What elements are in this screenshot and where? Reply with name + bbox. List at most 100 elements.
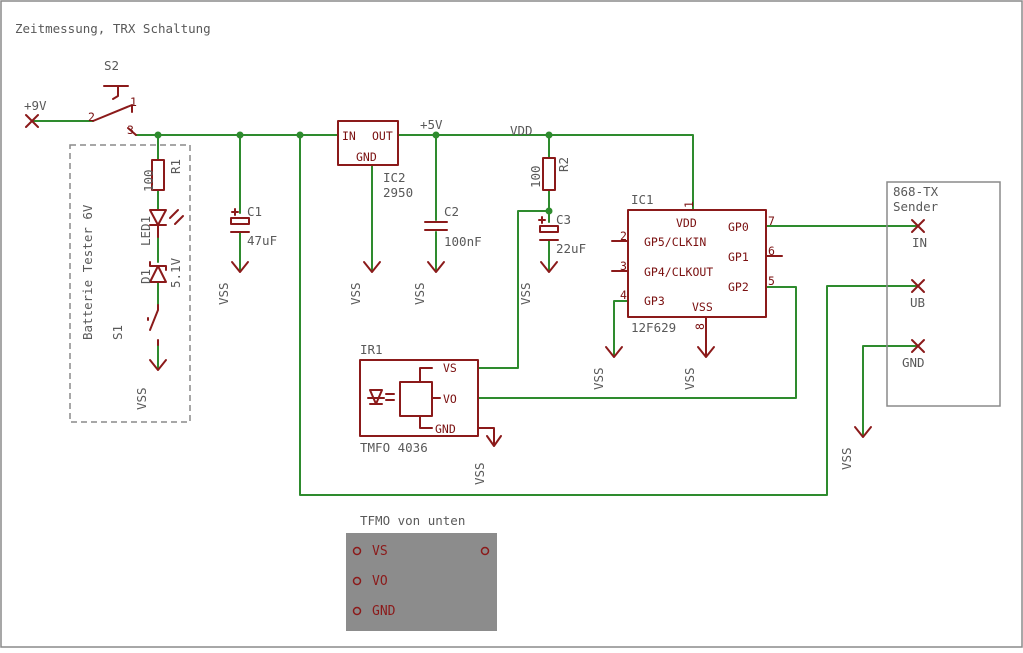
ir1-name: IR1 bbox=[360, 342, 383, 357]
ground-arrow-icon bbox=[540, 261, 558, 273]
d1-value: 5.1V bbox=[168, 257, 183, 288]
connector-x-icon bbox=[911, 339, 925, 353]
ir1-inner-icon bbox=[399, 367, 441, 429]
pushbutton-s1-icon bbox=[147, 304, 159, 346]
ic1-pin-num-7: 7 bbox=[768, 214, 775, 228]
wire-gp3-vss bbox=[613, 300, 629, 356]
ic1-pin-num-2: 2 bbox=[620, 229, 627, 243]
ground-arrow-icon bbox=[363, 261, 381, 273]
tfmo-body bbox=[346, 533, 497, 631]
ir1-vss: VSS bbox=[472, 462, 487, 485]
ic1-pin-num-8: 8 bbox=[693, 323, 707, 330]
wire-ir-vs bbox=[477, 210, 550, 369]
tfmo-pin-icon bbox=[480, 546, 490, 556]
wire-ir-vo bbox=[477, 286, 797, 399]
tfmo-pin-icon bbox=[352, 546, 362, 556]
capacitor-c2: C2 100nF VSS bbox=[412, 204, 482, 305]
ic1-pin-num-4: 4 bbox=[620, 288, 627, 302]
ir1-value: TMFO 4036 bbox=[360, 440, 428, 455]
ic1-pin-gp1: GP1 bbox=[728, 250, 749, 264]
tx-pin-ub: UB bbox=[910, 295, 925, 310]
tfmo-pin-vo: VO bbox=[372, 574, 388, 589]
ir1-pin-vs: VS bbox=[443, 361, 457, 375]
resistor-r2: VDD 100 R2 bbox=[510, 123, 571, 191]
tfmo-pin-gnd: GND bbox=[372, 604, 396, 619]
tfmo-pin-icon bbox=[352, 606, 362, 616]
wires bbox=[31, 120, 919, 496]
s2-name: S2 bbox=[104, 58, 119, 73]
ground-arrow-icon bbox=[854, 426, 872, 438]
r2-value: 100 bbox=[528, 165, 543, 188]
ic1-vss-a: VSS bbox=[591, 367, 606, 390]
tx-frame bbox=[886, 181, 1001, 407]
capacitor-icon bbox=[424, 221, 448, 231]
s2-pin2: 2 bbox=[88, 110, 95, 124]
battery-tester-label: Batterie Tester 6V bbox=[80, 204, 95, 340]
tx-pin-in: IN bbox=[912, 235, 927, 250]
label-vdd: VDD bbox=[510, 123, 533, 138]
resistor-r2-icon bbox=[542, 157, 556, 191]
wire-ub bbox=[299, 134, 919, 496]
ir1-pin-vo: VO bbox=[443, 392, 457, 406]
c2-vss: VSS bbox=[412, 282, 427, 305]
ground-arrow-icon bbox=[231, 261, 249, 273]
mcu-ic1: IC1 12F629 VDD GP5/CLKIN GP4/CLKOUT GP3 … bbox=[591, 192, 783, 390]
c2-name: C2 bbox=[444, 204, 459, 219]
battery-tester: Batterie Tester 6V 100 R1 LED1 D1 5.1V S… bbox=[69, 144, 191, 423]
ground-arrow-icon bbox=[697, 316, 715, 358]
c1-vss: VSS bbox=[216, 282, 231, 305]
c2-value: 100nF bbox=[444, 234, 482, 249]
ic2-pin-out: OUT bbox=[372, 129, 393, 143]
ir1-body bbox=[359, 359, 479, 437]
battery-vss: VSS bbox=[134, 387, 149, 410]
ic1-name: IC1 bbox=[631, 192, 654, 207]
junction bbox=[545, 131, 553, 139]
ic1-body bbox=[627, 209, 767, 318]
switch-s2: S2 1 2 3 bbox=[88, 58, 137, 137]
s2-pin3: 3 bbox=[127, 123, 134, 137]
ground-arrow-icon bbox=[605, 346, 623, 358]
junction bbox=[545, 207, 553, 215]
tx-vss: VSS bbox=[839, 447, 854, 470]
tfmo-title: TFMO von unten bbox=[360, 513, 465, 528]
connector-x-icon bbox=[911, 219, 925, 233]
ir-receiver-ir1: IR1 TMFO 4036 VS VO GND VSS bbox=[359, 342, 502, 485]
tx-module: 868-TX Sender IN UB GND VSS bbox=[839, 181, 1001, 470]
electrolytic-cap-icon bbox=[539, 225, 559, 233]
ic1-pin-num-1: 1 bbox=[682, 201, 696, 208]
c3-value: 22uF bbox=[556, 241, 586, 256]
regulator-ic2: IN OUT GND IC2 2950 VSS +5V bbox=[337, 117, 443, 305]
ic1-value: 12F629 bbox=[631, 320, 676, 335]
ic2-body bbox=[337, 120, 399, 166]
ic2-pin-in: IN bbox=[342, 129, 356, 143]
c1-name: C1 bbox=[247, 204, 262, 219]
c3-vss: VSS bbox=[518, 282, 533, 305]
ic1-pin-gp3: GP3 bbox=[644, 294, 665, 308]
ground-arrow-icon bbox=[427, 261, 445, 273]
tfmo-pin-icon bbox=[352, 576, 362, 586]
ir1-pin-gnd: GND bbox=[435, 422, 456, 436]
d1-name: D1 bbox=[138, 269, 153, 284]
resistor-r1-icon bbox=[151, 159, 165, 191]
switch-icon bbox=[92, 85, 137, 136]
r1-name: R1 bbox=[168, 159, 183, 174]
tfmo-pin-vs: VS bbox=[372, 544, 388, 559]
ic2-value: 2950 bbox=[383, 185, 413, 200]
ic1-pin-gp0: GP0 bbox=[728, 220, 749, 234]
led1-name: LED1 bbox=[138, 216, 153, 246]
ground-arrow-icon bbox=[149, 359, 167, 371]
ic1-vss-b: VSS bbox=[682, 367, 697, 390]
ic1-pin-gp4: GP4/CLKOUT bbox=[644, 265, 713, 279]
zener-diode-icon bbox=[149, 261, 167, 283]
sheet-title: Zeitmessung, TRX Schaltung bbox=[15, 21, 211, 36]
c3-name: C3 bbox=[556, 212, 571, 227]
connector-x-icon bbox=[911, 279, 925, 293]
label-9v: +9V bbox=[24, 98, 47, 113]
junction bbox=[296, 131, 304, 139]
r1-value: 100 bbox=[141, 169, 156, 192]
ic2-vss: VSS bbox=[348, 282, 363, 305]
capacitor-c3: C3 22uF VSS bbox=[518, 212, 586, 305]
r2-name: R2 bbox=[556, 157, 571, 172]
